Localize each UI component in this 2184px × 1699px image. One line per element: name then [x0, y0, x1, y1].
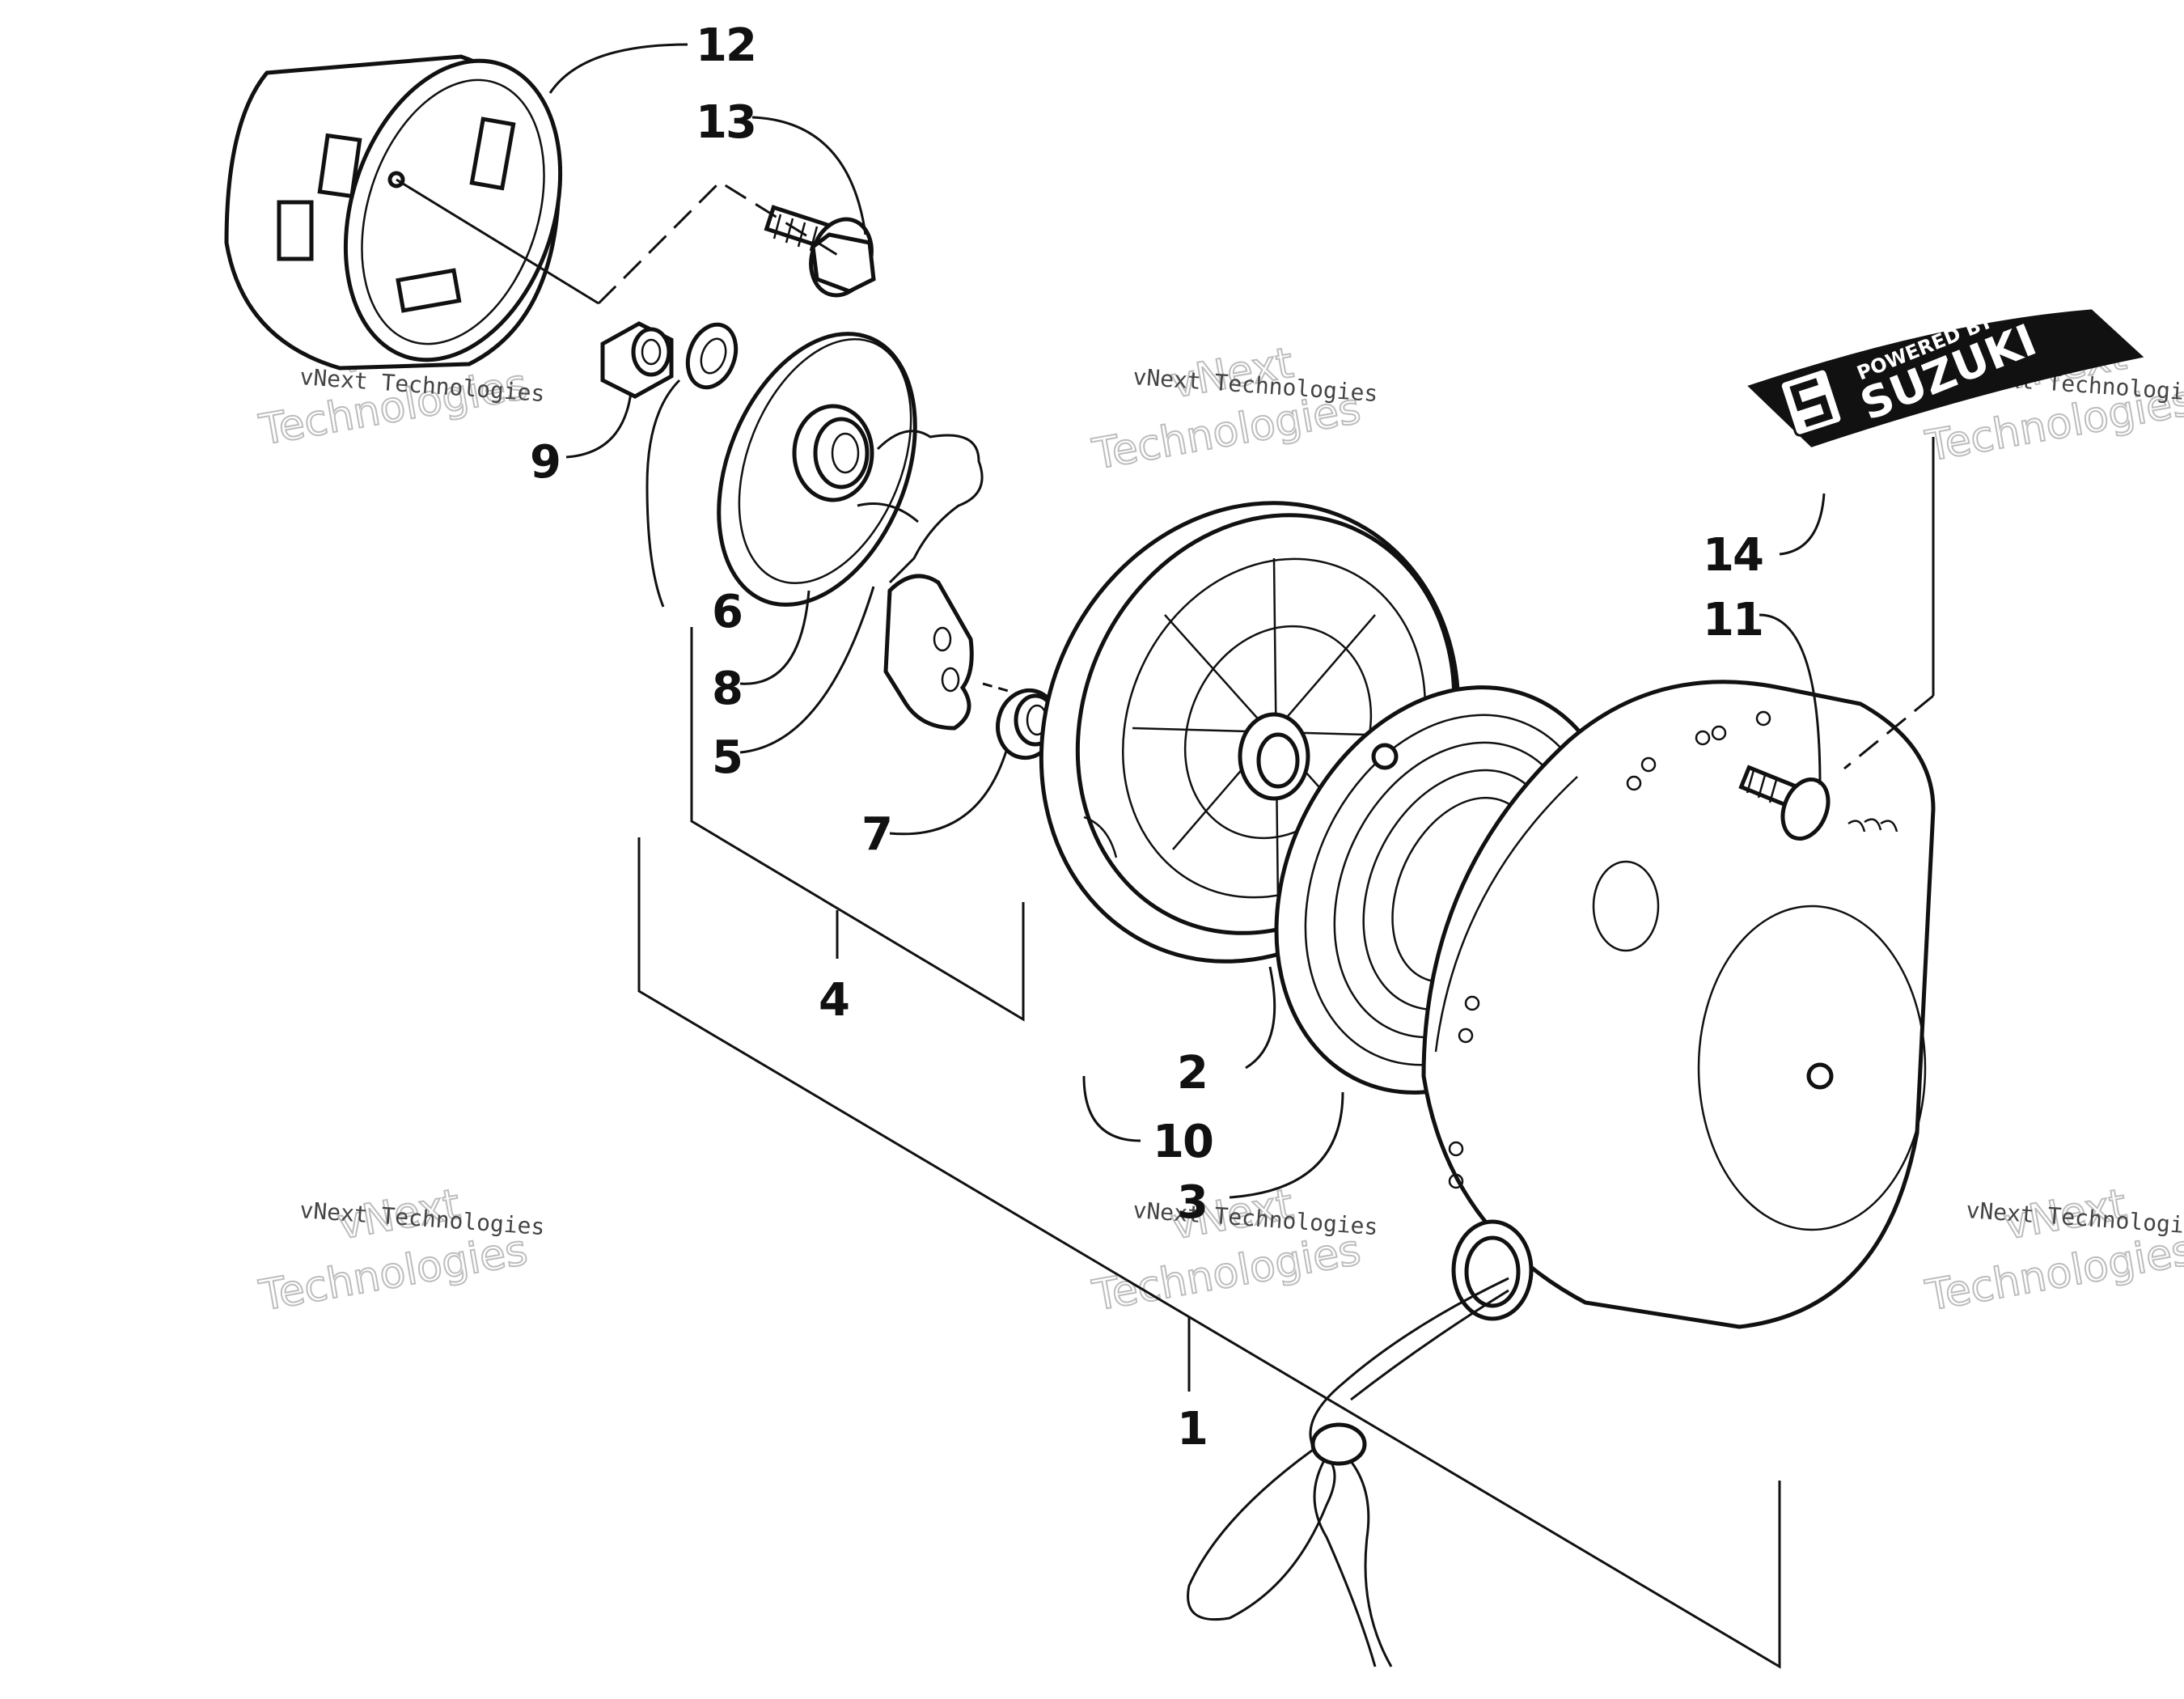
part-11-screw: [1738, 765, 1831, 841]
callout-11: 11: [1703, 594, 1763, 646]
callout-5: 5: [712, 731, 742, 784]
part-8-friction-plate: [717, 332, 917, 607]
part-9-nut: [600, 321, 674, 399]
assembly-bracket-4: [690, 627, 1025, 1022]
part-10-rope: [1032, 972, 1225, 1071]
callout-1: 1: [1177, 1403, 1207, 1455]
watermark-2: vNext Technologies: [1088, 338, 1365, 481]
callout-13: 13: [696, 96, 756, 149]
callout-7: 7: [861, 808, 891, 861]
leader-lines: [548, 43, 1935, 1199]
callout-6: 6: [712, 586, 742, 638]
callout-8: 8: [712, 663, 742, 715]
part-6-washer: [685, 322, 739, 390]
callout-12: 12: [696, 19, 756, 72]
center-axis-line: [396, 178, 842, 305]
callout-10: 10: [1153, 1116, 1213, 1168]
assembly-bracket-1: [637, 837, 1781, 1669]
watermark-5: vNext Technologies: [1088, 1180, 1365, 1322]
callout-9: 9: [530, 436, 560, 489]
part-1-starter-housing: [1421, 680, 1936, 1329]
callout-14: 14: [1703, 529, 1763, 582]
callout-4: 4: [819, 974, 849, 1027]
callout-3: 3: [1177, 1176, 1207, 1229]
part-5-return-spring: [857, 430, 984, 584]
watermark-6: vNext Technologies: [1921, 1180, 2184, 1322]
callout-2: 2: [1177, 1047, 1207, 1099]
starter-handle-rope: [1187, 1277, 1509, 1667]
watermark-4: vNext Technologies: [255, 1180, 531, 1322]
part-12-starter-cup: [224, 54, 563, 371]
part-5-ratchet-pawl: [883, 574, 974, 731]
housing-holes: [1448, 710, 1771, 1189]
